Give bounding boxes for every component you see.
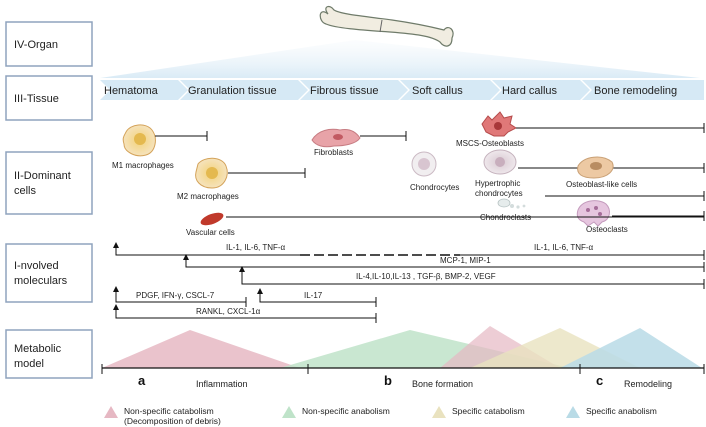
level-box-tissue: III-Tissue <box>5 75 93 121</box>
timeline-ticks <box>101 364 705 374</box>
osteoclast-icon <box>576 200 610 227</box>
bone-icon <box>319 5 454 47</box>
level-label-metabolic: Metabolic <box>14 343 62 355</box>
cell-label-fibroblasts: Fibroblasts <box>314 148 353 157</box>
level-label-cells-2: cells <box>14 185 37 197</box>
fibroblast-icon <box>311 128 361 148</box>
cell-label-hypertrophic: Hypertrophic <box>475 179 520 188</box>
molecule-il17: IL-17 <box>304 291 323 300</box>
level-label-cells: II-Dominant <box>14 170 71 182</box>
level-label-molecules: I-nvolved <box>14 260 59 272</box>
triangle-nonspecific-catabolism <box>102 330 300 368</box>
molecule-rankl: RANKL, CXCL-1α <box>196 307 261 316</box>
vascular-cell-icon <box>200 212 224 226</box>
tissue-arrows <box>100 80 704 100</box>
level-box-molecules: I-nvolved moleculars <box>5 243 93 303</box>
cell-label-m1: M1 macrophages <box>112 161 174 170</box>
hypertrophic-chondrocyte-icon <box>483 149 517 175</box>
cell-label-hypertrophic-2: chondrocytes <box>475 189 523 198</box>
molecule-il-early: IL-1, IL-6, TNF-α <box>226 243 286 252</box>
legend-label-3: Specific anabolism <box>586 406 657 416</box>
stage-fibrous: Fibrous tissue <box>310 85 378 97</box>
stage-hematoma: Hematoma <box>104 85 159 97</box>
chondroclast-icon <box>497 198 526 209</box>
molecule-arrowheads <box>113 242 263 310</box>
organ-fan <box>100 40 700 78</box>
legend: Non-specific catabolism (Decomposition o… <box>104 406 657 426</box>
cell-label-mscs: MSCS-Osteoblasts <box>456 139 524 148</box>
legend-swatch-pink <box>104 406 118 418</box>
stage-hard-callus: Hard callus <box>502 85 558 97</box>
stage-granulation: Granulation tissue <box>188 85 277 97</box>
mscs-osteoblast-icon <box>481 111 517 137</box>
triangle-specific-anabolism <box>560 328 702 368</box>
m1-macrophage-icon <box>122 124 156 157</box>
molecule-il-late: IL-1, IL-6, TNF-α <box>534 243 594 252</box>
m2-macrophage-icon <box>195 157 228 189</box>
cell-label-vascular: Vascular cells <box>186 228 235 237</box>
phase-letter-c: c <box>596 373 603 388</box>
legend-label-2: Specific catabolism <box>452 406 525 416</box>
level-label-organ: IV-Organ <box>14 39 58 51</box>
level-label-tissue: III-Tissue <box>14 93 59 105</box>
stage-soft-callus: Soft callus <box>412 85 463 97</box>
chondrocyte-icon <box>411 151 437 177</box>
legend-swatch-green <box>282 406 296 418</box>
cell-label-m2: M2 macrophages <box>177 192 239 201</box>
legend-swatch-tan <box>432 406 446 418</box>
phase-label-remodeling: Remodeling <box>624 379 672 389</box>
phase-label-inflammation: Inflammation <box>196 379 248 389</box>
cell-label-osteoclasts: Osteoclasts <box>586 225 628 234</box>
molecule-il4: IL-4,IL-10,IL-13 , TGF-β, BMP-2, VEGF <box>356 272 496 281</box>
phase-letter-b: b <box>384 373 392 388</box>
stage-bone-remodeling: Bone remodeling <box>594 85 677 97</box>
molecule-end-ticks <box>245 250 705 323</box>
molecule-lines <box>115 246 704 319</box>
osteoblast-like-icon <box>577 156 614 179</box>
cell-label-chondrocytes: Chondrocytes <box>410 183 459 192</box>
legend-label-0: Non-specific catabolism <box>124 406 214 416</box>
level-label-molecules-2: moleculars <box>14 275 68 287</box>
cell-label-osteoblast-like: Osteoblast-like cells <box>566 180 637 189</box>
legend-label-1: Non-specific anabolism <box>302 406 390 416</box>
metabolic-triangles <box>102 326 702 368</box>
legend-label-0b: (Decomposition of debris) <box>124 416 221 426</box>
phase-label-bone-formation: Bone formation <box>412 379 473 389</box>
level-box-organ: IV-Organ <box>5 21 93 67</box>
molecule-pdgf: PDGF, IFN-γ, CSCL-7 <box>136 291 215 300</box>
legend-swatch-blue <box>566 406 580 418</box>
phase-letter-a: a <box>138 373 146 388</box>
level-label-metabolic-2: model <box>14 358 44 370</box>
level-box-metabolic: Metabolic model <box>5 329 93 379</box>
level-box-cells: II-Dominant cells <box>5 151 93 215</box>
molecule-mcp: MCP-1, MIP-1 <box>440 256 491 265</box>
